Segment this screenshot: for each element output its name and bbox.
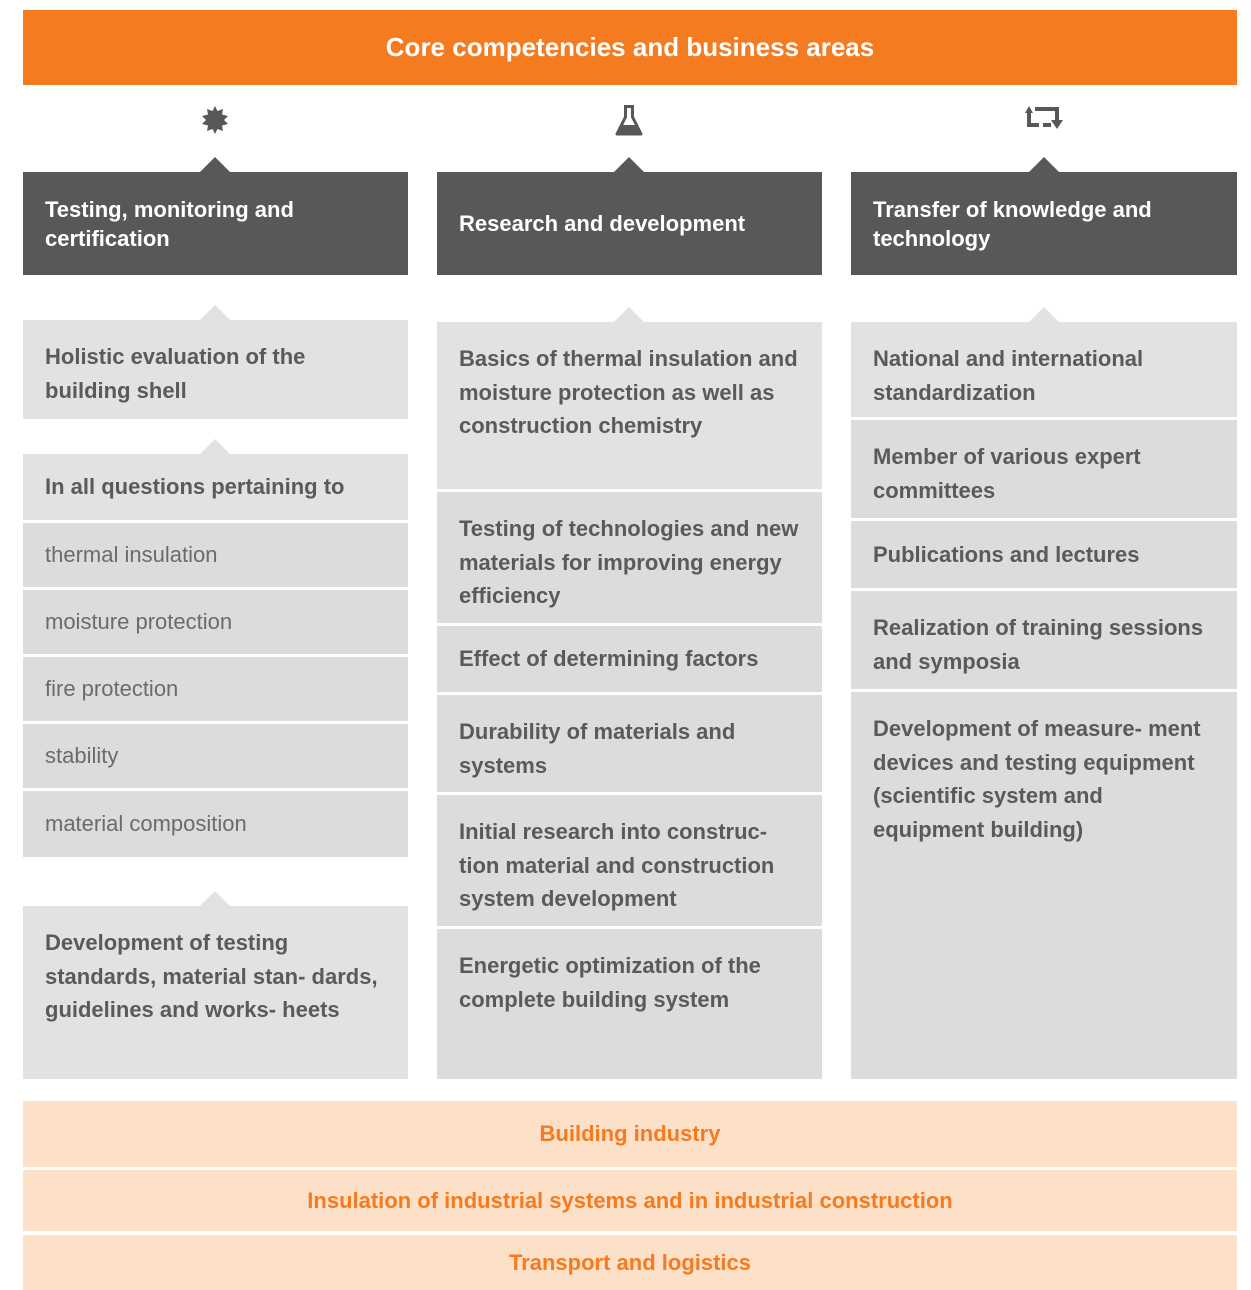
transfer-icon (1024, 98, 1064, 138)
card-measurement-devices: Development of measure- ment devices and… (851, 692, 1237, 1079)
card-testing-standards: Development of testing standards, materi… (23, 906, 408, 1079)
business-area-label: Building industry (539, 1121, 721, 1146)
column-heading-label: Research and development (459, 211, 746, 236)
card-initial-research: Initial research into construc- tion mat… (437, 795, 822, 926)
card-questions-header: In all questions pertaining to (23, 454, 408, 520)
list-item-label: material composition (45, 811, 247, 837)
list-item-label: stability (45, 743, 119, 769)
card-durability: Durability of materials and systems (437, 695, 822, 792)
business-area-transport: Transport and logistics (23, 1235, 1237, 1290)
list-item: fire protection (23, 657, 408, 721)
list-item-label: fire protection (45, 676, 179, 702)
column-heading-transfer: Transfer of knowledge and technology (851, 172, 1237, 275)
card-expert-committees: Member of various expert committees (851, 420, 1237, 518)
gear-icon (195, 100, 235, 140)
card-pointer (199, 439, 231, 455)
list-item: material composition (23, 791, 408, 857)
card-standardization: National and international standardizati… (851, 322, 1237, 417)
list-item: stability (23, 724, 408, 788)
column-heading-label: Transfer of knowledge and technology (873, 196, 1152, 251)
flask-icon (609, 100, 649, 140)
card-energetic-optimization: Energetic optimization of the complete b… (437, 929, 822, 1079)
column-heading-research: Research and development (437, 172, 822, 275)
card-holistic-evaluation: Holistic evaluation of the building shel… (23, 320, 408, 419)
card-label: In all questions pertaining to (45, 474, 345, 500)
list-item: moisture protection (23, 590, 408, 654)
page-title: Core competencies and business areas (23, 10, 1237, 85)
heading-pointer (1028, 157, 1060, 173)
card-determining-factors: Effect of determining factors (437, 626, 822, 692)
card-thermal-basics: Basics of thermal insulation and moistur… (437, 322, 822, 489)
list-item-label: thermal insulation (45, 542, 218, 568)
column-heading-testing: Testing, monitoring and certification (23, 172, 408, 275)
list-item: thermal insulation (23, 523, 408, 587)
heading-pointer (613, 157, 645, 173)
list-item-label: moisture protection (45, 609, 233, 635)
card-training-sessions: Realization of training sessions and sym… (851, 591, 1237, 689)
card-pointer (1028, 307, 1060, 323)
card-testing-technologies: Testing of technologies and new material… (437, 492, 822, 623)
business-area-label: Insulation of industrial systems and in … (307, 1187, 953, 1213)
business-area-building: Building industry (23, 1101, 1237, 1167)
business-area-label: Transport and logistics (508, 1249, 752, 1275)
card-publications: Publications and lectures (851, 521, 1237, 588)
business-area-industrial: Insulation of industrial systems and in … (23, 1170, 1237, 1231)
card-label: Effect of determining factors (459, 646, 759, 672)
card-pointer (613, 307, 645, 323)
column-heading-label: Testing, monitoring and certification (45, 196, 294, 251)
card-pointer (199, 891, 231, 907)
card-label: Publications and lectures (873, 541, 1140, 567)
heading-pointer (199, 157, 231, 173)
card-pointer (199, 305, 231, 321)
